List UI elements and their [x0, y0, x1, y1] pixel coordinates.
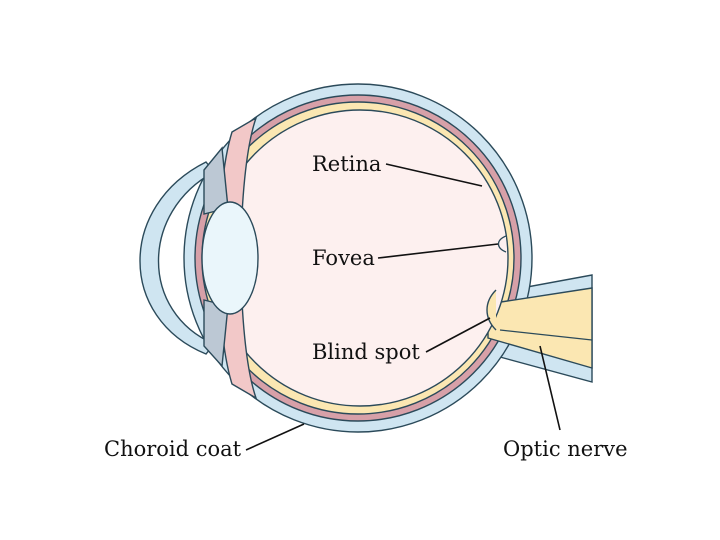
fovea-leader-line [377, 243, 499, 259]
choroid-coat-leader-line [245, 423, 305, 451]
label-retina: Retina [312, 152, 381, 176]
label-choroid-coat: Choroid coat [104, 437, 242, 461]
blind-spot-leader-line [425, 317, 491, 353]
optic-nerve-leader-line [539, 345, 561, 431]
blind-spot-disc [486, 289, 497, 331]
lens [201, 201, 259, 315]
label-blind-spot: Blind spot [312, 340, 420, 364]
fovea-pit [497, 235, 507, 253]
retina-leader-line [385, 163, 483, 187]
label-fovea: Fovea [312, 246, 375, 270]
optic-nerve-fiber-line [499, 329, 593, 341]
label-optic-nerve: Optic nerve [503, 437, 628, 461]
